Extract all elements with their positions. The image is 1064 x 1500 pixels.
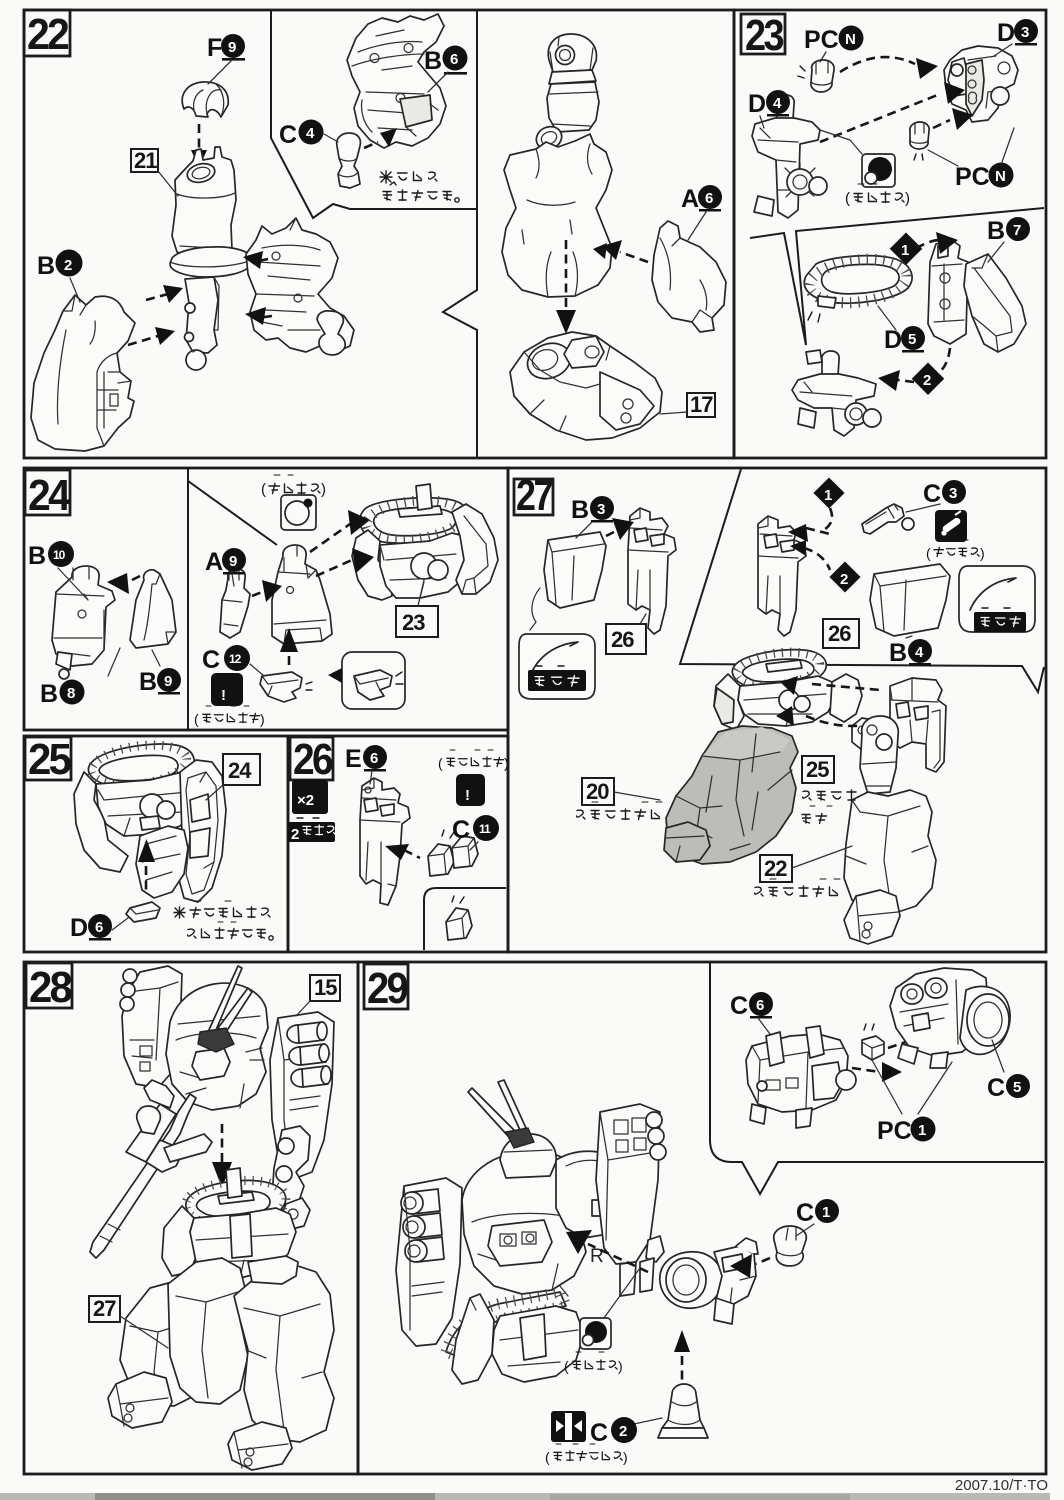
svg-text:C: C: [279, 121, 297, 149]
svg-text:(: (: [194, 711, 199, 727]
svg-text:12: 12: [229, 652, 242, 666]
svg-text:26: 26: [293, 735, 332, 784]
svg-text:): ): [618, 1358, 623, 1374]
svg-text:27: 27: [93, 1296, 116, 1321]
svg-text:C: C: [987, 1074, 1005, 1102]
svg-text:): ): [504, 755, 509, 771]
svg-text:C: C: [730, 992, 748, 1020]
svg-text:PC: PC: [804, 26, 839, 54]
svg-text:28: 28: [29, 963, 72, 1012]
svg-text:B: B: [889, 639, 907, 667]
svg-text:N: N: [995, 168, 1006, 185]
svg-text:B: B: [139, 668, 157, 696]
svg-text:22: 22: [27, 10, 68, 59]
svg-text:): ): [905, 190, 910, 207]
svg-text:8: 8: [67, 685, 75, 702]
svg-text:7: 7: [1013, 222, 1021, 239]
svg-text:2: 2: [619, 1423, 627, 1440]
svg-text:1: 1: [901, 242, 909, 259]
svg-text:5: 5: [908, 331, 916, 348]
svg-text:N: N: [845, 31, 856, 48]
svg-text:17: 17: [690, 392, 713, 417]
svg-text:20: 20: [586, 779, 609, 804]
svg-text:4: 4: [773, 95, 782, 112]
svg-text:1: 1: [918, 1122, 926, 1139]
svg-text:R: R: [590, 1246, 604, 1267]
svg-text:11: 11: [479, 822, 491, 836]
svg-text:24: 24: [228, 758, 252, 783]
svg-text:22: 22: [764, 856, 787, 881]
svg-text:2007.10/T·TO: 2007.10/T·TO: [955, 1477, 1048, 1494]
svg-text:29: 29: [367, 964, 407, 1013]
svg-text:26: 26: [611, 627, 634, 652]
svg-text:25: 25: [28, 735, 71, 784]
svg-text:B: B: [28, 542, 46, 570]
svg-text:E: E: [345, 745, 362, 773]
svg-text:(: (: [845, 190, 850, 207]
svg-text:10: 10: [53, 548, 66, 562]
svg-text:1: 1: [822, 1204, 830, 1221]
svg-text:C: C: [452, 816, 470, 844]
svg-text:D: D: [70, 914, 88, 942]
svg-text:3: 3: [1021, 24, 1029, 41]
svg-text:A: A: [681, 185, 699, 213]
svg-text:24: 24: [28, 471, 71, 520]
svg-text:B: B: [987, 217, 1005, 245]
svg-text:C: C: [796, 1199, 814, 1227]
svg-text:B: B: [571, 496, 589, 524]
svg-text:23: 23: [402, 610, 425, 635]
svg-text:D: D: [997, 19, 1015, 47]
svg-text:9: 9: [228, 39, 236, 56]
svg-text:2: 2: [923, 372, 931, 389]
svg-text:(: (: [564, 1358, 569, 1374]
svg-text:): ): [260, 711, 265, 727]
svg-text:2: 2: [840, 571, 848, 588]
svg-text:!: !: [221, 687, 226, 704]
svg-text:26: 26: [828, 621, 851, 646]
svg-text:F: F: [207, 34, 222, 62]
svg-text:(: (: [926, 545, 931, 561]
svg-text:21: 21: [134, 148, 157, 173]
svg-text:): ): [623, 1449, 628, 1465]
svg-text:B: B: [37, 252, 55, 280]
svg-text:): ): [321, 481, 326, 498]
svg-text:(: (: [261, 481, 266, 498]
svg-text:9: 9: [229, 553, 237, 570]
svg-text:!: !: [465, 787, 470, 804]
svg-text:5: 5: [1013, 1079, 1021, 1096]
svg-text:1: 1: [824, 487, 832, 504]
svg-text:23: 23: [745, 11, 783, 60]
svg-text:D: D: [884, 326, 902, 354]
svg-text:PC: PC: [877, 1117, 912, 1145]
svg-text:2: 2: [64, 257, 72, 274]
svg-text:A: A: [205, 548, 223, 576]
svg-text:6: 6: [705, 190, 713, 207]
svg-text:(: (: [545, 1449, 550, 1465]
svg-text:): ): [980, 545, 985, 561]
svg-text:6: 6: [450, 51, 458, 68]
svg-text:B: B: [40, 680, 58, 708]
svg-text:B: B: [424, 47, 442, 75]
svg-text:C: C: [202, 646, 220, 674]
svg-text:6: 6: [756, 997, 764, 1014]
svg-text:×2: ×2: [297, 792, 314, 809]
svg-text:6: 6: [370, 750, 378, 767]
svg-text:4: 4: [915, 644, 924, 661]
svg-text:2: 2: [291, 826, 299, 843]
svg-text:3: 3: [949, 485, 957, 502]
svg-text:C: C: [590, 1419, 608, 1447]
svg-text:PC: PC: [955, 163, 990, 191]
svg-text:D: D: [748, 90, 766, 118]
svg-text:6: 6: [95, 919, 103, 936]
svg-text:3: 3: [597, 501, 605, 518]
svg-text:4: 4: [306, 125, 315, 142]
svg-text:(: (: [438, 755, 443, 771]
svg-text:27: 27: [516, 471, 552, 520]
svg-text:15: 15: [314, 975, 337, 1000]
svg-text:C: C: [923, 480, 941, 508]
svg-text:9: 9: [164, 673, 172, 690]
svg-text:25: 25: [806, 757, 829, 782]
